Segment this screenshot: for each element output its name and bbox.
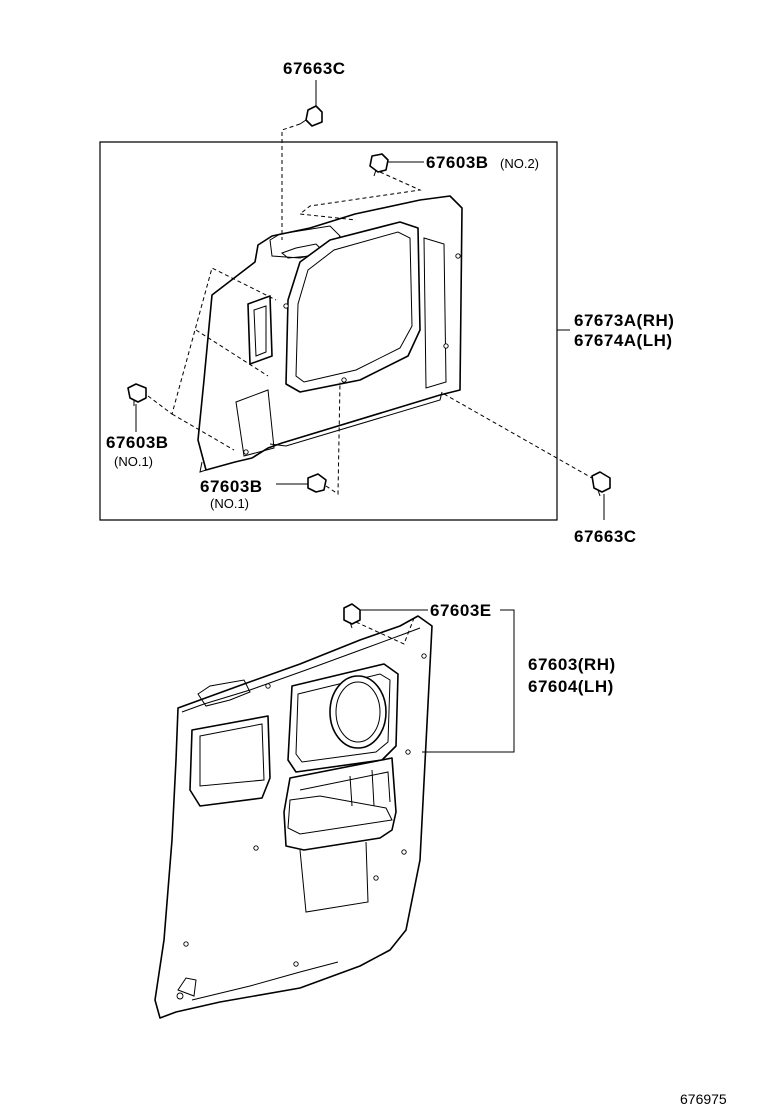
label-67603b-no2[interactable]: 67603B: [426, 153, 489, 172]
label-trim-lh[interactable]: 67604(LH): [528, 677, 614, 696]
label-67603b-left[interactable]: 67603B: [106, 433, 169, 452]
lower-quarter-trim-group: [154, 603, 515, 1019]
clip-67603b-left-icon[interactable]: [127, 383, 147, 406]
clip-67603e-icon[interactable]: [343, 603, 361, 629]
figure-reference-number: 676975: [680, 1091, 727, 1107]
callout-labels: 67663C 67603B (NO.2) 67673A(RH) 67674A(L…: [106, 59, 727, 1107]
label-67603b-left-sub: (NO.1): [114, 454, 153, 469]
label-67663c-right[interactable]: 67663C: [574, 527, 637, 546]
quarter-trim-panel-upper[interactable]: [197, 195, 463, 473]
clip-67603b-no2-icon[interactable]: [369, 153, 389, 177]
group-frame: [99, 141, 558, 521]
label-panel-rh[interactable]: 67673A(RH): [574, 311, 674, 330]
label-trim-rh[interactable]: 67603(RH): [528, 655, 616, 674]
label-67603b-no2-sub: (NO.2): [500, 156, 539, 171]
upper-quarter-trim-group: [99, 80, 611, 521]
clip-67663c-right-icon[interactable]: [591, 471, 611, 497]
quarter-trim-panel-lower[interactable]: [154, 615, 433, 1019]
label-67603e[interactable]: 67603E: [430, 601, 492, 620]
label-67603b-center[interactable]: 67603B: [200, 477, 263, 496]
clip-67663c-top-icon[interactable]: [299, 105, 323, 127]
label-67603b-center-sub: (NO.1): [210, 496, 249, 511]
label-67663c-top[interactable]: 67663C: [283, 59, 346, 78]
clip-67603b-center-icon[interactable]: [307, 473, 327, 493]
label-panel-lh[interactable]: 67674A(LH): [574, 331, 673, 350]
